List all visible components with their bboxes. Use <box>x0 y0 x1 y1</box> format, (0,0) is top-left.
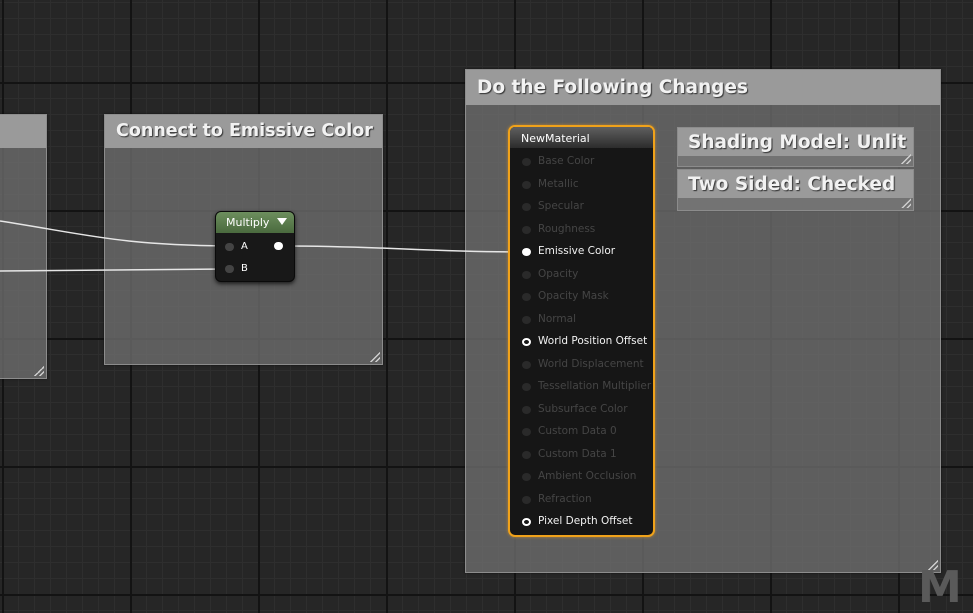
input-pin[interactable] <box>522 360 531 369</box>
multiply-node[interactable]: Multiply A B <box>215 211 295 282</box>
material-input-custom-data-1[interactable]: Custom Data 1 <box>520 447 650 463</box>
multiply-node-title: Multiply <box>226 216 270 229</box>
material-node-title: NewMaterial <box>521 132 590 145</box>
comment-title-shading-model[interactable]: Shading Model: Unlit <box>678 128 913 156</box>
input-pin[interactable] <box>522 473 531 481</box>
input-label: Subsurface Color <box>538 402 628 415</box>
material-input-world-displacement[interactable]: World Displacement <box>520 357 650 373</box>
input-label: World Position Offset <box>538 335 648 347</box>
input-pin[interactable] <box>522 495 531 504</box>
resize-grip-icon[interactable] <box>370 352 380 362</box>
input-pin[interactable] <box>522 518 531 526</box>
material-input-ambient-occlusion[interactable]: Ambient Occlusion <box>520 469 650 485</box>
input-pin[interactable] <box>522 158 531 166</box>
material-input-normal[interactable]: Normal <box>520 312 650 328</box>
input-label: World Displacement <box>538 357 644 370</box>
input-pin[interactable] <box>522 225 531 234</box>
comment-title-changes[interactable]: Do the Following Changes <box>466 70 940 105</box>
material-node-header[interactable]: NewMaterial <box>510 127 653 148</box>
material-input-roughness[interactable]: Roughness <box>520 222 650 238</box>
input-label: Refraction <box>538 492 592 505</box>
input-pin[interactable] <box>522 180 531 189</box>
input-label: Opacity Mask <box>538 290 609 302</box>
material-input-world-position-offset[interactable]: World Position Offset <box>520 334 650 350</box>
input-pin[interactable] <box>522 293 531 301</box>
watermark-logo: M <box>918 562 962 613</box>
input-pin[interactable] <box>522 405 531 414</box>
resize-grip-icon[interactable] <box>928 560 938 570</box>
material-input-metallic[interactable]: Metallic <box>520 177 650 193</box>
resize-grip-icon[interactable] <box>901 154 911 164</box>
input-pin[interactable] <box>522 270 531 279</box>
comment-title-two-sided[interactable]: Two Sided: Checked <box>678 170 913 198</box>
output-pin[interactable] <box>274 242 283 250</box>
material-input-custom-data-0[interactable]: Custom Data 0 <box>520 424 650 440</box>
chevron-down-icon[interactable] <box>277 218 287 225</box>
input-pin[interactable] <box>522 338 531 346</box>
input-pin[interactable] <box>522 315 531 324</box>
material-input-refraction[interactable]: Refraction <box>520 492 650 508</box>
material-input-opacity[interactable]: Opacity <box>520 267 650 283</box>
input-label: Roughness <box>538 222 596 235</box>
input-label: Pixel Depth Offset <box>538 515 633 527</box>
material-input-emissive-color[interactable]: Emissive Color <box>520 244 650 260</box>
input-pin[interactable] <box>522 428 531 436</box>
material-input-specular[interactable]: Specular <box>520 199 650 215</box>
material-input-base-color[interactable]: Base Color <box>520 154 650 170</box>
input-label-b: B <box>241 263 248 274</box>
comment-box-left[interactable] <box>0 114 47 379</box>
input-label-a: A <box>241 241 248 252</box>
input-pin-a[interactable] <box>225 243 234 251</box>
input-pin[interactable] <box>522 383 531 391</box>
input-label: Ambient Occlusion <box>538 470 637 482</box>
input-pin[interactable] <box>522 203 531 211</box>
input-pin[interactable] <box>522 450 531 459</box>
input-label: Custom Data 0 <box>538 425 617 437</box>
material-input-subsurface-color[interactable]: Subsurface Color <box>520 402 650 418</box>
input-pin-b[interactable] <box>225 265 234 273</box>
input-label: Base Color <box>538 155 595 167</box>
input-label: Tessellation Multiplier <box>538 380 652 392</box>
input-pin[interactable] <box>522 248 531 256</box>
resize-grip-icon[interactable] <box>34 366 44 376</box>
comment-title-left[interactable] <box>0 115 46 148</box>
comment-box-shading-model[interactable]: Shading Model: Unlit <box>677 127 914 167</box>
input-label: Emissive Color <box>538 245 616 257</box>
input-label: Opacity <box>538 267 579 280</box>
material-input-tessellation-multiplier[interactable]: Tessellation Multiplier <box>520 379 652 395</box>
input-label: Metallic <box>538 177 579 190</box>
comment-box-two-sided[interactable]: Two Sided: Checked <box>677 169 914 211</box>
input-label: Custom Data 1 <box>538 447 617 460</box>
multiply-node-header[interactable]: Multiply <box>216 212 294 233</box>
input-label: Normal <box>538 312 576 325</box>
material-input-opacity-mask[interactable]: Opacity Mask <box>520 289 650 305</box>
material-input-pixel-depth-offset[interactable]: Pixel Depth Offset <box>520 514 650 530</box>
comment-title-emissive[interactable]: Connect to Emissive Color <box>105 115 382 148</box>
resize-grip-icon[interactable] <box>901 198 911 208</box>
input-label: Specular <box>538 200 584 212</box>
